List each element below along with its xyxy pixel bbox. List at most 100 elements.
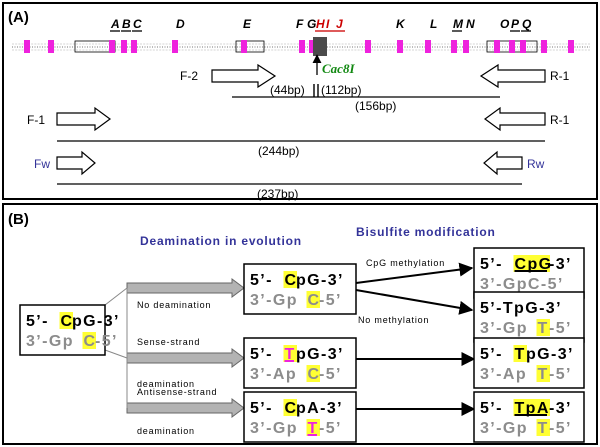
strand-segment: pA-3’: [296, 400, 343, 417]
arrow-sense-deamination: [126, 348, 245, 368]
strand-segment: C: [84, 333, 97, 350]
size-112bp: (112bp): [321, 83, 361, 97]
strand-segment: -3’: [549, 256, 572, 273]
cpg-mark: [131, 40, 137, 53]
label-anti-2: deamination: [137, 426, 195, 436]
size-156bp: (156bp): [355, 99, 396, 113]
primer-fw-arrow: [56, 150, 96, 176]
strand-segment: C: [285, 400, 298, 417]
seq-box-sense-frame: [243, 337, 357, 389]
seq-box-sense-bisulfite-frame: [473, 337, 585, 389]
strand-segment: 5’-: [250, 400, 273, 417]
primer-r1-label-top: R-1: [550, 69, 570, 83]
label-no-methylation: No methylation: [358, 315, 429, 325]
seq-box-methylated-frame: [473, 247, 585, 299]
cpg-mark: [365, 40, 371, 53]
panel-a-label: (A): [8, 9, 29, 26]
primer-arrows: [56, 63, 546, 176]
seq-box-antisense-frame: [243, 391, 357, 443]
strand-segment: C: [308, 366, 321, 383]
strand-segment: pG-3’: [296, 272, 344, 289]
cpg-mark: [241, 40, 247, 53]
strand-segment: 3’-Gp: [250, 420, 298, 437]
site-letter-k: K: [396, 17, 406, 31]
panel-b-label: (B): [8, 211, 29, 228]
cpg-mark: [109, 40, 115, 53]
cpg-mark: [541, 40, 547, 53]
primer-f2-label: F-2: [180, 69, 198, 83]
strand-segment: 3’-Gp: [480, 420, 528, 437]
strand-segment: 5’-: [250, 346, 273, 363]
site-letter-l: L: [430, 17, 437, 31]
strand-segment: C: [61, 313, 74, 330]
site-letter-n: N: [466, 17, 475, 31]
primer-r1-arrow-top: [479, 63, 546, 89]
strand-segment: C: [285, 272, 298, 289]
cpg-mark: [24, 40, 30, 53]
cpg-mark: [121, 40, 127, 53]
strand-segment: 5’-: [26, 313, 49, 330]
primer-r1-arrow-bottom: [483, 106, 546, 132]
base-highlight: [283, 399, 297, 416]
strand-segment: -5’: [95, 333, 118, 350]
seq-box-unmethylated-frame: [473, 291, 585, 343]
base-highlight: [306, 365, 320, 382]
base-highlight: [306, 291, 320, 308]
strand-segment: pG-3’: [296, 346, 344, 363]
arrow-no-deamination: [126, 278, 245, 298]
strand-segment: -3’: [549, 400, 572, 417]
primer-f1-arrow: [56, 106, 112, 132]
cpg-mark: [568, 40, 574, 53]
size-244bp: (244bp): [258, 144, 299, 158]
label-sense-1: Sense-strand: [137, 337, 200, 347]
site-letter-h: H: [316, 17, 325, 31]
strand-segment: 5’-: [480, 256, 503, 273]
cpg-mark: [520, 40, 526, 53]
base-highlight: [283, 271, 297, 288]
base-highlight: [283, 345, 297, 362]
strand-segment: 3’-Gp: [480, 320, 528, 337]
strand-segment: -5’: [549, 320, 572, 337]
size-237bp: (237bp): [257, 187, 298, 201]
strand-segment: -5’: [319, 292, 342, 309]
strand-segment: pG-3’: [72, 313, 120, 330]
strand-segment: -5’: [549, 366, 572, 383]
strand-segment: 5’-: [250, 272, 273, 289]
strand-segment: TpA: [515, 400, 550, 417]
strand-segment: 3’-Gp: [250, 292, 298, 309]
cpg-mark: [172, 40, 178, 53]
seq-box-methylated: 5’-CpG-3’3’-GpC-5’: [473, 247, 585, 299]
site-letter-m: M: [453, 17, 464, 31]
base-highlight: [513, 345, 527, 362]
cpg-mark: [494, 40, 500, 53]
strand-segment: 3’-Ap: [250, 366, 297, 383]
bisulfite-arrows: [355, 262, 476, 416]
primer-r1-label-bottom: R-1: [550, 113, 570, 127]
strand-segment: T: [285, 346, 296, 363]
primer-fw-label: Fw: [34, 157, 50, 171]
site-letter-c: C: [133, 17, 142, 31]
primer-f2-arrow: [211, 63, 277, 89]
label-cpg-methylation: CpG methylation: [366, 258, 445, 268]
cpg-mark: [509, 40, 515, 53]
site-letter-d: D: [176, 17, 185, 31]
label-no-deamination: No deamination: [137, 300, 211, 310]
seq-box-no-deamination-frame: [243, 263, 357, 315]
strand-segment: T: [308, 420, 319, 437]
base-highlight: [59, 312, 73, 329]
cpg-mark: [397, 40, 403, 53]
primer-rw-label: Rw: [527, 157, 545, 171]
cpg-mark: [299, 40, 305, 53]
strand-segment: pG-3’: [526, 346, 574, 363]
strand-segment: CpG: [515, 256, 553, 273]
strand-segment: -5’: [319, 366, 342, 383]
site-letter-j: J: [336, 17, 343, 31]
strand-segment: 3’-Ap: [480, 366, 527, 383]
primer-f1-label: F-1: [27, 113, 45, 127]
